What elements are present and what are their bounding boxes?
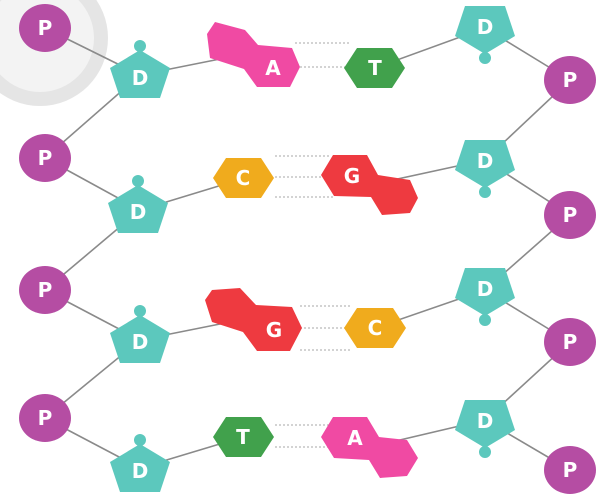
svg-text:P: P [563, 203, 578, 227]
svg-text:P: P [38, 406, 53, 430]
base-c-shape [344, 308, 406, 348]
svg-text:D: D [130, 200, 147, 224]
svg-text:D: D [477, 149, 494, 173]
base-a-shape [321, 417, 418, 478]
base-pair-1: A T [207, 22, 405, 88]
base-g-shape [205, 288, 302, 351]
deoxyribose-sugars: D D D D D D D [108, 6, 515, 492]
base-t-shape [344, 48, 405, 88]
svg-text:D: D [132, 330, 149, 354]
svg-text:P: P [38, 146, 53, 170]
svg-text:P: P [563, 330, 578, 354]
phosphate-left-1: P [19, 4, 71, 52]
base-t-label: T [368, 56, 382, 80]
base-a-shape [207, 22, 300, 87]
sugar-right-2: D [455, 140, 515, 198]
svg-text:P: P [563, 68, 578, 92]
sugar-base-links [139, 27, 486, 469]
phosphate-left-2: P [19, 134, 71, 182]
sugar-right-3: D [455, 268, 515, 326]
sugar-left-4: D [110, 434, 170, 492]
base-g-label: G [266, 318, 282, 342]
svg-text:D: D [477, 409, 494, 433]
svg-text:D: D [477, 277, 494, 301]
svg-text:D: D [132, 66, 149, 90]
base-pair-2: C G [213, 155, 418, 215]
svg-text:D: D [477, 15, 494, 39]
hydrogen-bonds [275, 42, 350, 448]
phosphate-left-4: P [19, 394, 71, 442]
phosphate-right-1: P [544, 56, 596, 104]
base-c-shape [213, 158, 274, 198]
base-a-label: A [347, 426, 363, 450]
sugar-left-3: D [110, 305, 170, 363]
base-pair-4: T A [213, 417, 418, 478]
sugar-left-1: D [110, 40, 170, 98]
svg-text:D: D [132, 459, 149, 483]
base-t-shape [213, 417, 274, 457]
phosphates: P P P P P P P P [19, 4, 596, 494]
base-g-shape [321, 155, 418, 215]
base-c-label: C [368, 316, 383, 340]
base-a-label: A [265, 56, 281, 80]
svg-text:P: P [38, 16, 53, 40]
base-c-label: C [236, 166, 251, 190]
sugar-right-4: D [455, 400, 515, 458]
base-pair-3: G C [205, 288, 406, 351]
phosphate-left-3: P [19, 266, 71, 314]
phosphate-right-2: P [544, 191, 596, 239]
svg-text:P: P [563, 458, 578, 482]
base-g-label: G [344, 164, 360, 188]
sugar-right-1: D [455, 6, 515, 64]
phosphate-right-4: P [544, 446, 596, 494]
svg-text:P: P [38, 278, 53, 302]
phosphate-right-3: P [544, 318, 596, 366]
base-t-label: T [236, 425, 250, 449]
sugar-left-2: D [108, 175, 168, 233]
